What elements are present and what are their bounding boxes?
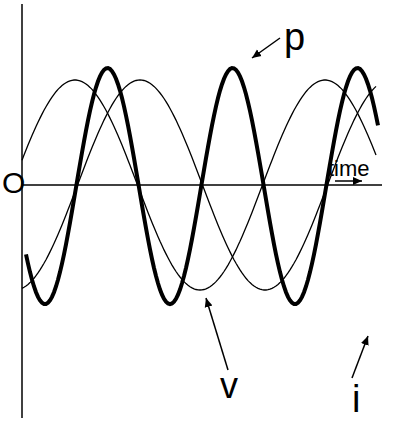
- time-arrow: [335, 180, 362, 182]
- leader-line: [252, 38, 280, 58]
- wave-label: i: [352, 380, 360, 418]
- power-wave: [26, 68, 378, 304]
- wave-label: p: [284, 18, 305, 56]
- wave-label: v: [220, 368, 238, 404]
- origin-label: O: [2, 168, 25, 198]
- leader-line: [352, 336, 368, 378]
- vertical-axis: [21, 4, 23, 418]
- axis-label: time: [328, 158, 370, 180]
- leader-line: [206, 298, 228, 370]
